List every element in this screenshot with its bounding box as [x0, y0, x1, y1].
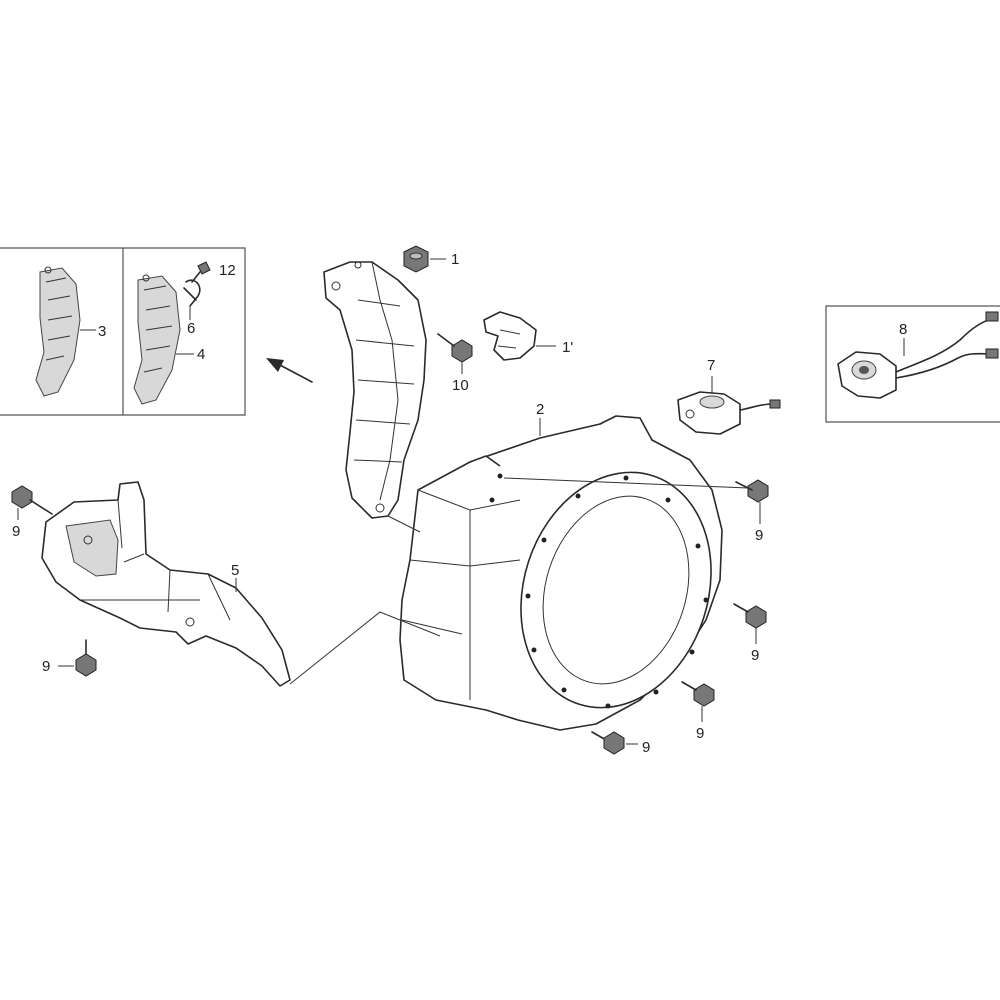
- part-9-bolt[interactable]: [591, 731, 625, 755]
- callout-4: 4: [197, 346, 205, 363]
- part-1-nut[interactable]: [403, 245, 429, 273]
- part-5-air-guide[interactable]: [41, 481, 291, 687]
- callout-9f: 9: [642, 739, 650, 756]
- callout-1: 1: [451, 251, 459, 268]
- part-1prime-clip[interactable]: [483, 311, 537, 361]
- callout-12: 12: [219, 262, 236, 279]
- callout-9a: 9: [12, 523, 20, 540]
- part-3-bracket[interactable]: [35, 266, 81, 397]
- part-2-fan-shroud[interactable]: [399, 415, 741, 733]
- part-6-clip[interactable]: [183, 279, 201, 307]
- part-9-bolt[interactable]: [733, 603, 767, 629]
- part-8-switch[interactable]: [837, 311, 999, 399]
- callout-9c: 9: [755, 527, 763, 544]
- part-12-screw[interactable]: [191, 261, 211, 283]
- callout-10: 10: [452, 377, 469, 394]
- part-9-bolt[interactable]: [11, 485, 53, 515]
- part-7-sensor[interactable]: [677, 391, 781, 435]
- callout-9b: 9: [42, 658, 50, 675]
- part-9-bolt[interactable]: [735, 479, 769, 503]
- leader-airguide-shroud: [289, 611, 441, 685]
- leader-plate-shroud: [387, 515, 421, 533]
- callout-7: 7: [707, 357, 715, 374]
- callout-5: 5: [231, 562, 239, 579]
- callout-6: 6: [187, 320, 195, 337]
- part-9-bolt[interactable]: [75, 639, 97, 677]
- callout-9d: 9: [751, 647, 759, 664]
- inset-box-right: [825, 305, 1000, 423]
- callout-8: 8: [899, 321, 907, 338]
- arrow-to-inset: [266, 358, 313, 383]
- callout-1prime: 1': [562, 339, 573, 356]
- callout-9e: 9: [696, 725, 704, 742]
- inset-box-left: [0, 247, 246, 416]
- callout-3: 3: [98, 323, 106, 340]
- part-4-bracket[interactable]: [133, 274, 181, 405]
- leader-bolt10-shroud: [503, 477, 749, 489]
- guide-plate[interactable]: [323, 261, 427, 519]
- part-9-bolt[interactable]: [681, 681, 715, 707]
- callout-2: 2: [536, 401, 544, 418]
- part-10-bolt[interactable]: [437, 333, 473, 363]
